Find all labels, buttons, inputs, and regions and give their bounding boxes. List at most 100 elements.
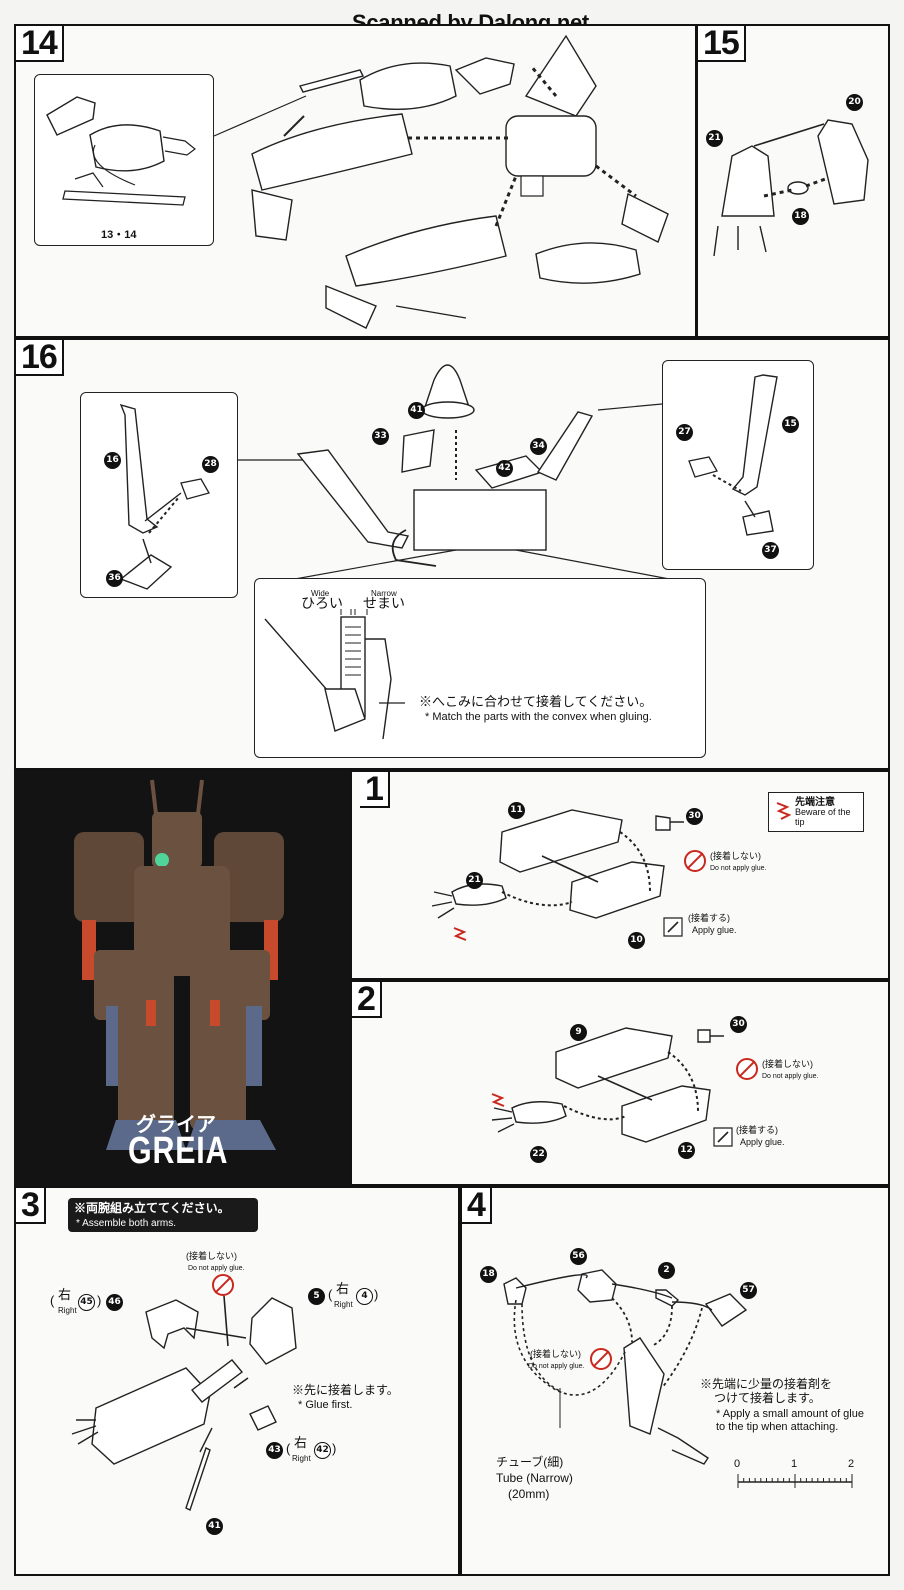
step-2-number: 2: [352, 982, 382, 1018]
tube-length: (20mm): [508, 1487, 550, 1501]
tip-note-jp-1: ※先端に少量の接着剤を: [700, 1377, 833, 1391]
step-1-panel: 1 先端注意 Beware of the tip (接着しない) Do not …: [350, 770, 890, 980]
right-45-label-en: Right: [58, 1306, 77, 1315]
part-18: 18: [792, 208, 809, 225]
part-41: 41: [206, 1518, 223, 1535]
part-18: 18: [480, 1266, 497, 1283]
part-42: 42: [496, 460, 513, 477]
part-36: 36: [106, 570, 123, 587]
gluing-note-en: * Match the parts with the convex when g…: [425, 711, 652, 723]
scale-2: 2: [848, 1458, 855, 1470]
step-16-left-callout: [80, 392, 238, 598]
right-4-label-en: Right: [334, 1300, 353, 1309]
narrow-label-en: Narrow: [371, 589, 397, 598]
assemble-both-banner: ※両腕組み立ててください。 * Assemble both arms.: [68, 1198, 258, 1232]
step-3-panel: 3 ※両腕組み立ててください。 * Assemble both arms. (接…: [14, 1186, 460, 1576]
step-3-number: 3: [16, 1188, 46, 1224]
right-45-label-jp: 右: [58, 1287, 72, 1302]
tip-note-en: * Apply a small amount of glue to the ti…: [716, 1408, 864, 1433]
no-glue-icon: [684, 850, 706, 872]
part-42: 42: [314, 1442, 331, 1459]
narrow-label-jp: せまい: [363, 595, 405, 611]
left-leg-drawing: [119, 403, 210, 590]
step-2-drawing: [491, 1027, 733, 1147]
step-16-right-callout: [662, 360, 814, 570]
part-11: 11: [508, 802, 525, 819]
step-15-drawing: [713, 119, 869, 257]
step-16-bottom-callout: Wide ひろい Narrow せまい ※へこみに合わせて接着してください。 *…: [254, 578, 706, 758]
part-10: 10: [628, 932, 645, 949]
no-glue-en: Do not apply glue.: [188, 1265, 245, 1272]
part-20: 20: [846, 94, 863, 111]
part-15: 15: [782, 416, 799, 433]
part-43: 43: [266, 1442, 283, 1459]
step-15-number: 15: [698, 26, 746, 62]
part-21: 21: [466, 872, 483, 889]
step-14-callout: 13・14: [34, 74, 214, 246]
model-name-en: GREIA: [128, 1130, 229, 1172]
part-28: 28: [202, 456, 219, 473]
part-45: 45: [78, 1294, 95, 1311]
scale-0: 0: [734, 1458, 741, 1470]
wide-label-jp: ひろい: [301, 595, 343, 611]
no-glue-en: Do not apply glue.: [528, 1363, 585, 1370]
product-photo: グライア GREIA: [14, 770, 350, 1186]
no-glue-jp: (接着しない): [186, 1251, 237, 1261]
callout-arm-drawing: [46, 96, 196, 206]
banner-jp: ※両腕組み立ててください。: [74, 1201, 230, 1215]
no-glue-jp: (接着しない): [710, 851, 761, 861]
gluing-note-jp: ※へこみに合わせて接着してください。: [419, 694, 653, 709]
no-glue-jp: (接着しない): [530, 1349, 581, 1359]
right-42-right-paren: ): [332, 1441, 337, 1456]
part-56: 56: [570, 1248, 587, 1265]
no-glue-icon: [212, 1274, 234, 1296]
part-21: 21: [706, 130, 723, 147]
step-1-number: 1: [360, 772, 390, 808]
no-glue-icon: [736, 1058, 758, 1080]
part-37: 37: [762, 542, 779, 559]
part-22: 22: [530, 1146, 547, 1163]
step-2-panel: 2 (接着しない) Do not apply glue. (接着する) Appl…: [350, 980, 890, 1186]
tip-note-jp-2: つけて接着します。: [714, 1391, 821, 1405]
no-glue-icon: [590, 1348, 612, 1370]
step-16-panel: 16 41 33 34 42: [14, 338, 890, 770]
part-57: 57: [740, 1282, 757, 1299]
right-4-label-jp: 右: [336, 1281, 350, 1296]
no-glue-en: Do not apply glue.: [762, 1073, 819, 1080]
right-4-left-paren: (: [328, 1287, 333, 1302]
part-46: 46: [106, 1294, 123, 1311]
callout-part-numbers: 13・14: [101, 229, 137, 241]
right-45-right-paren: ): [97, 1293, 102, 1308]
glue-first-jp: ※先に接着します。: [292, 1383, 399, 1397]
step-14-panel: 14 13・14: [14, 24, 697, 338]
glue-en: Apply glue.: [692, 925, 737, 935]
model-name-jp: グライア: [136, 1112, 216, 1136]
caution-jp: 先端注意: [795, 797, 835, 808]
step-4-panel: 4 18 56 2 57 (接着しない) Do not apply glue. …: [460, 1186, 890, 1576]
gap-detail-drawing: [264, 609, 405, 740]
step-3-drawing: [71, 1295, 297, 1511]
glue-jp: (接着する): [688, 913, 730, 923]
sharp-tip-icon: [776, 802, 792, 820]
right-leg-drawing: [688, 374, 778, 536]
right-42-label-jp: 右: [294, 1435, 308, 1450]
tube-label-jp: チューブ(細): [496, 1455, 564, 1469]
part-27: 27: [676, 424, 693, 441]
glue-first-en: * Glue first.: [298, 1399, 353, 1411]
step-16-number: 16: [16, 340, 64, 376]
caution-box: 先端注意 Beware of the tip: [768, 792, 864, 832]
right-45-left-paren: (: [50, 1293, 55, 1308]
step-1-drawing: [431, 809, 684, 941]
step-4-drawing: [503, 1269, 853, 1488]
part-30: 30: [686, 808, 703, 825]
part-41: 41: [408, 402, 425, 419]
no-glue-en: Do not apply glue.: [710, 865, 767, 872]
right-42-left-paren: (: [286, 1441, 291, 1456]
part-16: 16: [104, 452, 121, 469]
wide-label-en: Wide: [311, 589, 330, 598]
step-14-assembly-drawing: [213, 34, 669, 329]
part-5: 5: [308, 1288, 325, 1305]
step-4-number: 4: [462, 1188, 492, 1224]
part-2: 2: [658, 1262, 675, 1279]
tube-label-en: Tube (Narrow): [496, 1471, 573, 1485]
